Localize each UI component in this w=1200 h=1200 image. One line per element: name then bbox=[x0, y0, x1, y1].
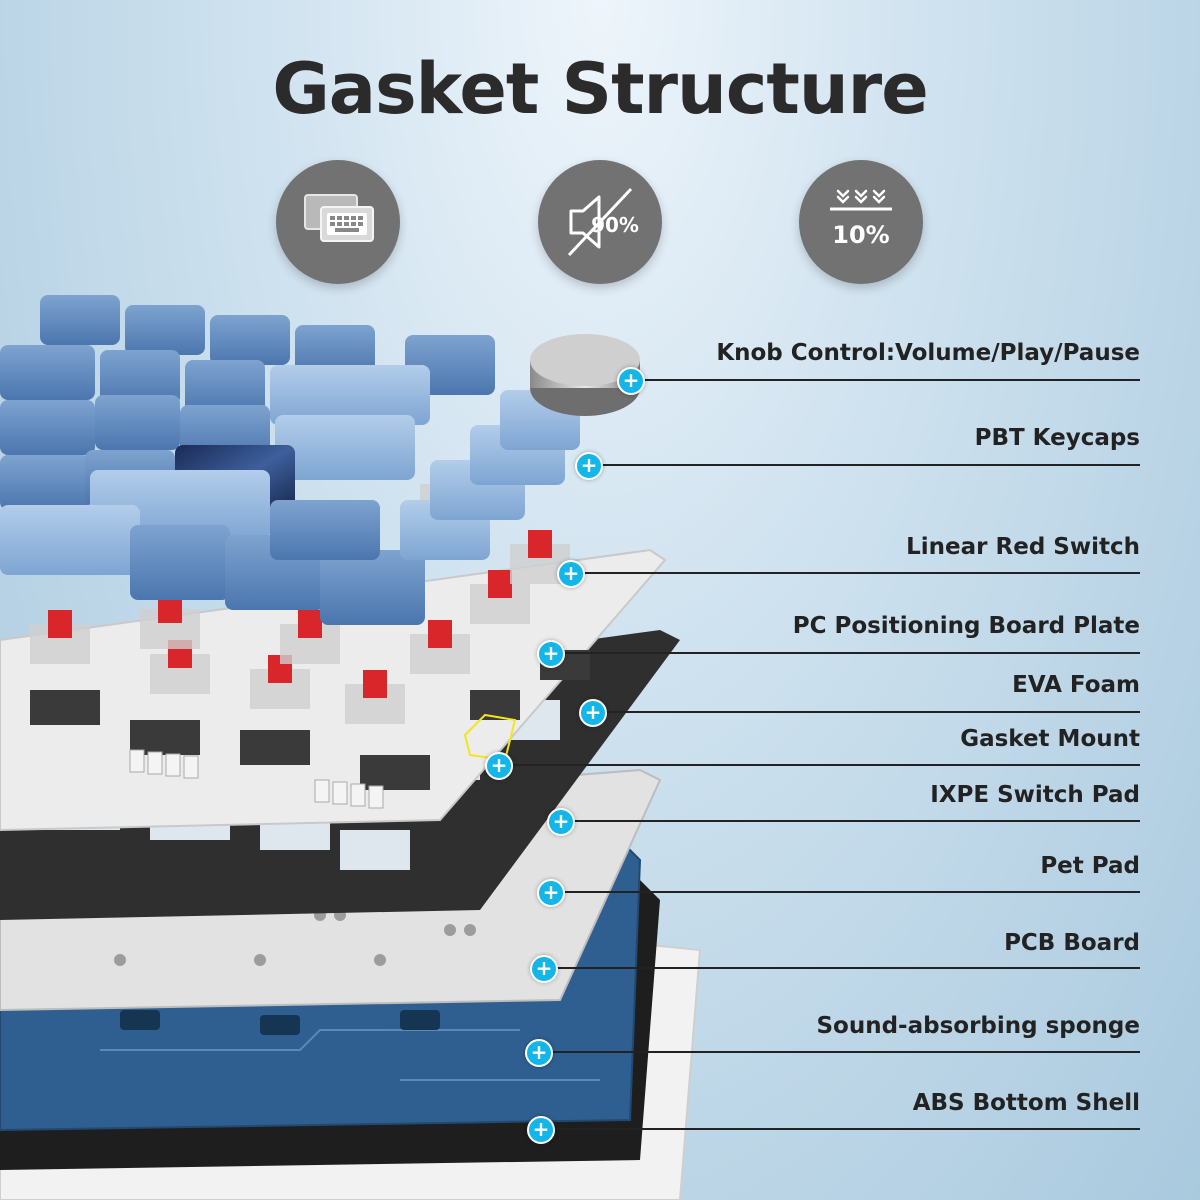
plus-marker[interactable]: + bbox=[579, 699, 607, 727]
plus-marker[interactable]: + bbox=[527, 1116, 555, 1144]
plus-marker[interactable]: + bbox=[485, 752, 513, 780]
keyboard-badge bbox=[276, 160, 400, 284]
noise-reduction-badge: 90% bbox=[538, 160, 662, 284]
callout-line-eva bbox=[592, 711, 1140, 713]
plus-marker[interactable]: + bbox=[537, 640, 565, 668]
plus-marker[interactable]: + bbox=[537, 879, 565, 907]
callout-line-ixpe bbox=[560, 820, 1140, 822]
callout-line-gasket bbox=[498, 764, 1140, 766]
plus-marker[interactable]: + bbox=[525, 1039, 553, 1067]
keyboard-icon bbox=[304, 194, 374, 242]
layer-label-shell: ABS Bottom Shell bbox=[912, 1090, 1140, 1116]
callout-line-keycaps bbox=[588, 464, 1140, 466]
layer-label-pet: Pet Pad bbox=[1040, 853, 1140, 879]
callout-line-pcb bbox=[543, 967, 1140, 969]
layer-label-plate: PC Positioning Board Plate bbox=[792, 613, 1140, 639]
callout-line-shell bbox=[540, 1128, 1140, 1130]
plus-marker[interactable]: + bbox=[557, 560, 585, 588]
compression-value: 10% bbox=[832, 221, 889, 249]
compression-badge: 10% bbox=[799, 160, 923, 284]
plus-marker[interactable]: + bbox=[617, 367, 645, 395]
layer-label-switch: Linear Red Switch bbox=[906, 534, 1140, 560]
callout-line-knob bbox=[630, 379, 1140, 381]
callout-line-switch bbox=[570, 572, 1140, 574]
gasket-mount-highlight bbox=[463, 713, 517, 762]
plus-marker[interactable]: + bbox=[547, 808, 575, 836]
layer-label-ixpe: IXPE Switch Pad bbox=[930, 782, 1140, 808]
layer-label-pcb: PCB Board bbox=[1004, 930, 1140, 956]
noise-reduction-value: 90% bbox=[591, 213, 639, 237]
layer-label-sponge: Sound-absorbing sponge bbox=[816, 1013, 1140, 1039]
layer-label-knob: Knob Control:Volume/Play/Pause bbox=[716, 340, 1140, 366]
layer-label-keycaps: PBT Keycaps bbox=[974, 425, 1140, 451]
plus-marker[interactable]: + bbox=[575, 452, 603, 480]
callout-line-sponge bbox=[538, 1051, 1140, 1053]
plus-marker[interactable]: + bbox=[530, 955, 558, 983]
callout-line-plate bbox=[550, 652, 1140, 654]
compression-icon: 10% bbox=[830, 189, 892, 249]
muted-speaker-icon: 90% bbox=[567, 187, 639, 257]
layer-label-gasket: Gasket Mount bbox=[960, 726, 1140, 752]
callout-line-pet bbox=[550, 891, 1140, 893]
layer-label-eva: EVA Foam bbox=[1012, 672, 1140, 698]
gasket-mount-parts bbox=[129, 749, 384, 809]
page-title: Gasket Structure bbox=[272, 48, 928, 130]
